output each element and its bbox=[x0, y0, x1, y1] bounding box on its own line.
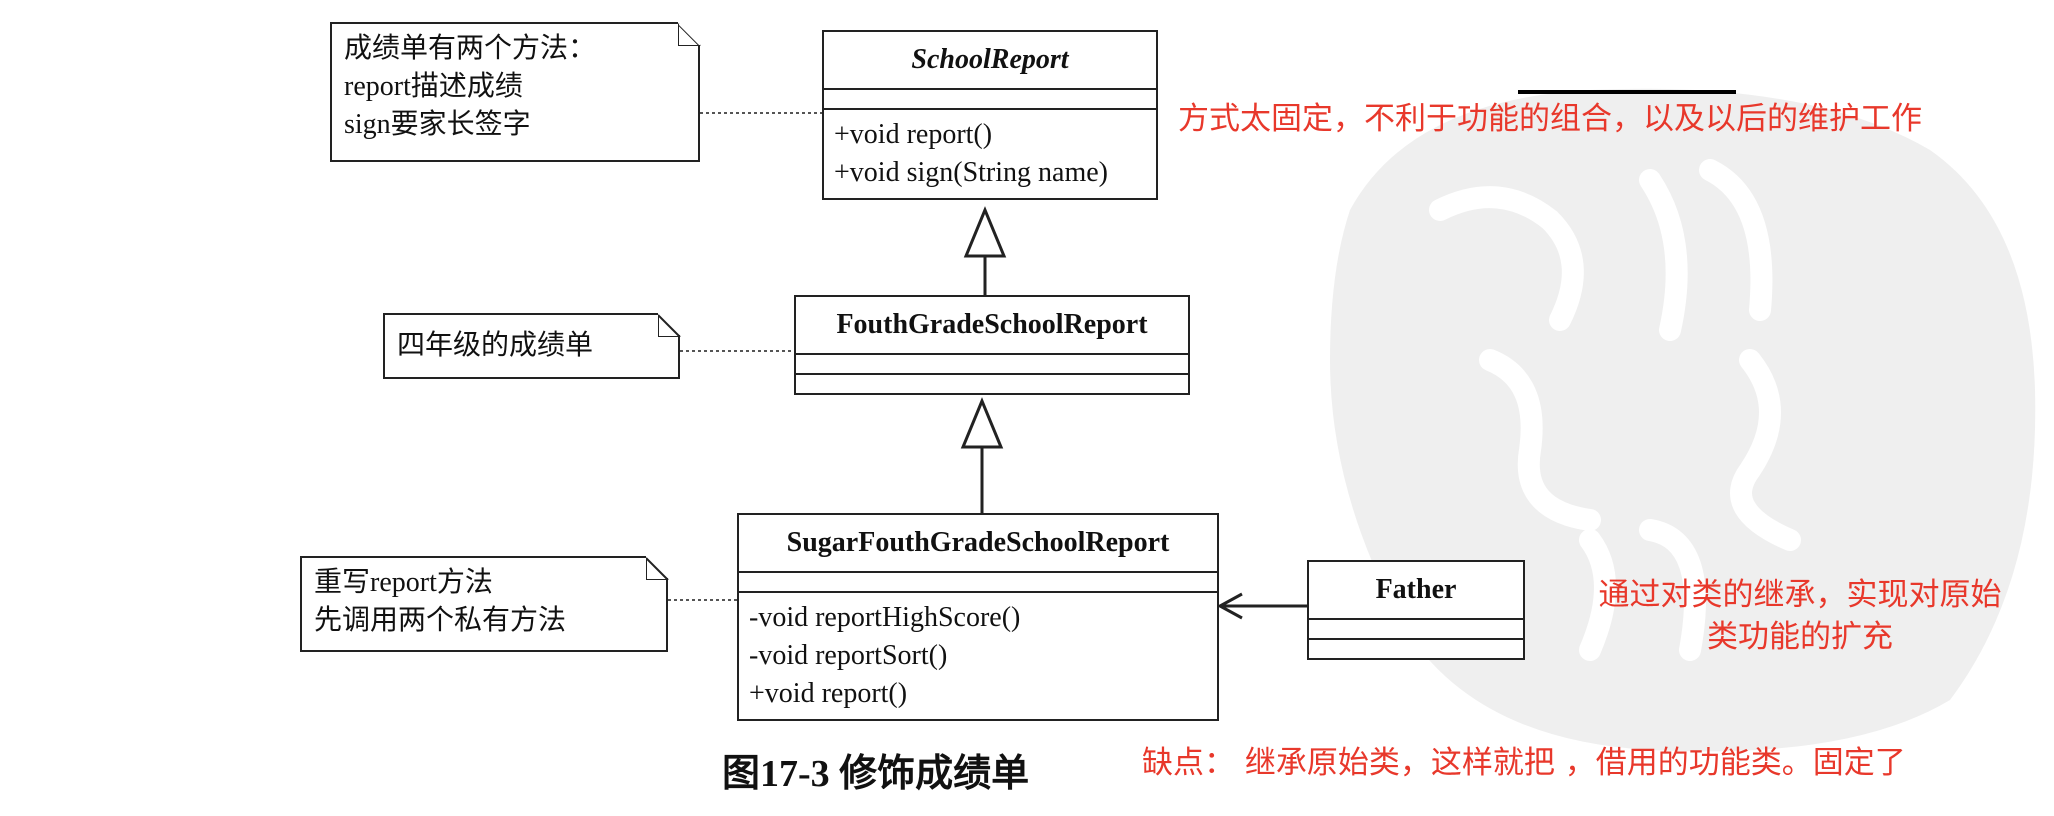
class-attributes-fourth-grade bbox=[796, 355, 1188, 375]
note-line: 重写report方法 bbox=[314, 567, 493, 598]
class-methods-father bbox=[1309, 640, 1523, 658]
class-name-father: Father bbox=[1309, 562, 1523, 620]
class-name-fourth-grade: FouthGradeSchoolReport bbox=[796, 297, 1188, 355]
class-school-report: SchoolReport +void report() +void sign(S… bbox=[822, 30, 1158, 200]
note-fold-corner bbox=[646, 556, 669, 580]
note-line: 四年级的成绩单 bbox=[397, 330, 594, 361]
class-attributes-school-report bbox=[824, 90, 1156, 110]
annotation-middle-line: 类功能的扩充 bbox=[1707, 619, 1893, 655]
class-name-sugar-fourth-grade: SugarFouthGradeSchoolReport bbox=[739, 515, 1217, 573]
annotation-top-right: 方式太固定，不利于功能的组合，以及以后的维护工作 bbox=[1178, 101, 1922, 137]
figure-caption: 图17-3 修饰成绩单 bbox=[722, 753, 1030, 795]
note-line: 先调用两个私有方法 bbox=[314, 605, 567, 636]
class-fourth-grade-school-report: FouthGradeSchoolReport bbox=[794, 295, 1190, 395]
class-sugar-fourth-grade-school-report: SugarFouthGradeSchoolReport -void report… bbox=[737, 513, 1219, 721]
method-report-sort: -void reportSort() bbox=[749, 640, 948, 671]
class-father: Father bbox=[1307, 560, 1525, 660]
inheritance-arrowhead-fourth bbox=[960, 397, 1004, 449]
inheritance-arrowhead-school bbox=[963, 206, 1007, 258]
class-name-school-report: SchoolReport bbox=[824, 32, 1156, 90]
note-line: sign要家长签字 bbox=[344, 109, 531, 140]
class-methods-sugar-fourth-grade: -void reportHighScore() -void reportSort… bbox=[739, 593, 1217, 719]
note-sugar: 重写report方法 先调用两个私有方法 bbox=[300, 556, 669, 652]
annotation-middle-line: 通过对类的继承，实现对原始 bbox=[1598, 577, 2002, 613]
method-sign: +void sign(String name) bbox=[834, 157, 1108, 188]
method-report: +void report() bbox=[834, 119, 993, 150]
note-line: report描述成绩 bbox=[344, 71, 523, 102]
note-fourth-grade: 四年级的成绩单 bbox=[383, 313, 681, 379]
class-methods-school-report: +void report() +void sign(String name) bbox=[824, 110, 1156, 198]
association-arrowhead bbox=[1216, 592, 1243, 620]
annotation-bottom: 缺点： 继承原始类，这样就把 ，借用的功能类。固定了 bbox=[1142, 745, 1906, 781]
method-report-override: +void report() bbox=[749, 678, 908, 709]
annotation-middle-right: 通过对类的继承，实现对原始 类功能的扩充 bbox=[1580, 574, 2020, 658]
class-attributes-father bbox=[1309, 620, 1523, 640]
class-methods-fourth-grade bbox=[796, 375, 1188, 393]
note-line: 成绩单有两个方法： bbox=[344, 33, 597, 64]
note-fold-corner bbox=[678, 22, 701, 46]
method-report-high-score: -void reportHighScore() bbox=[749, 602, 1021, 633]
class-attributes-sugar-fourth-grade bbox=[739, 573, 1217, 593]
note-school-report: 成绩单有两个方法： report描述成绩 sign要家长签字 bbox=[330, 22, 701, 162]
note-fold-corner bbox=[658, 313, 681, 337]
